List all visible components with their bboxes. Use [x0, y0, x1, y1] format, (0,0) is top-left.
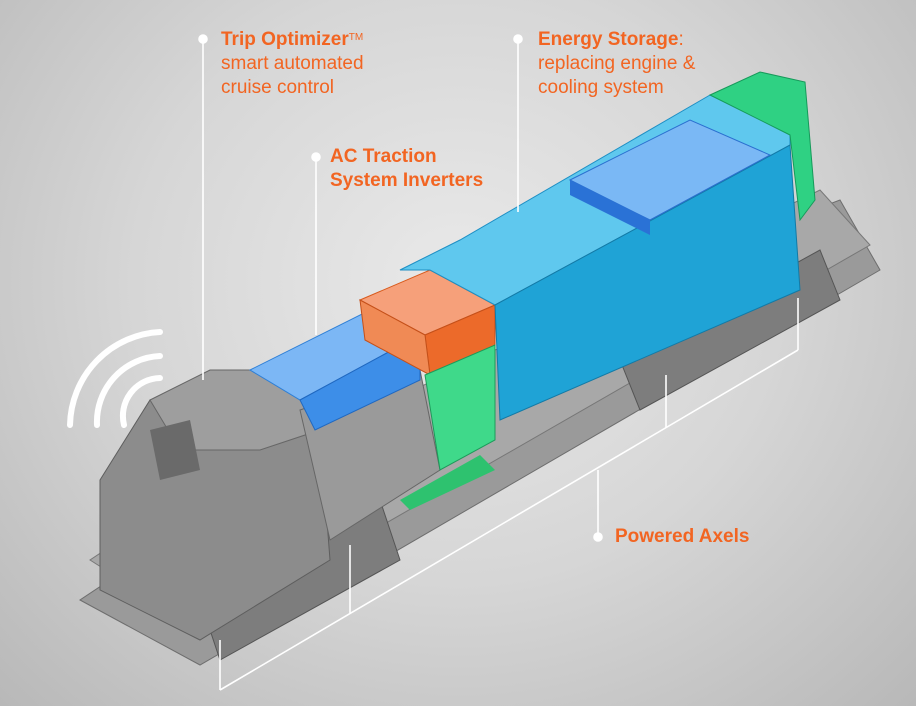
energy-storage-desc-2: cooling system: [538, 77, 664, 98]
green-side-rail: [400, 455, 495, 510]
energy-storage-side: [494, 144, 801, 421]
trip-optimizer-label: Trip OptimizerTM smart automated cruise …: [221, 28, 364, 100]
powered-axels-title: Powered Axels: [615, 526, 750, 547]
ac-traction-title-1: AC Traction: [330, 146, 437, 167]
ac-traction-label: AC Traction System Inverters: [330, 145, 483, 193]
cab-windshield: [150, 420, 200, 480]
energy-storage-title: Energy Storage: [538, 29, 679, 50]
powered-axels-bracket: [219, 298, 799, 691]
trademark-mark: TM: [348, 32, 364, 43]
energy-storage-module-side: [570, 180, 650, 235]
generator-compartment: [424, 344, 496, 471]
trip-optimizer-desc-1: smart automated: [221, 53, 364, 74]
inverter-side: [299, 334, 421, 431]
powered-axels-label: Powered Axels: [615, 525, 749, 549]
rear-cooling-unit: [708, 71, 816, 222]
ac-traction-title-2: System Inverters: [330, 170, 484, 191]
energy-storage-label: Energy Storage: replacing engine & cooli…: [538, 28, 695, 100]
energy-storage-desc-1: replacing engine &: [538, 53, 696, 74]
energy-storage-colon: :: [678, 29, 684, 50]
trip-optimizer-desc-2: cruise control: [221, 77, 334, 98]
trip-optimizer-title: Trip Optimizer: [221, 29, 349, 50]
wifi-signal-icon: [67, 329, 163, 428]
